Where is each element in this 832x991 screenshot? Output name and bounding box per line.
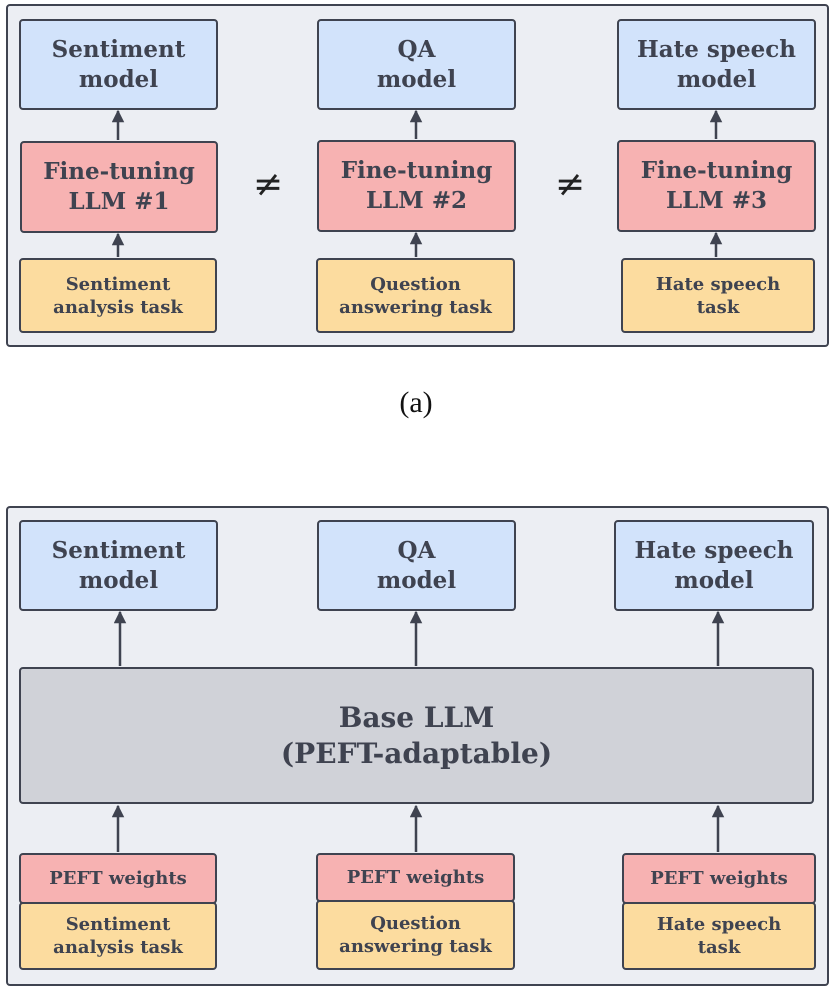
qa-task-box-a: Question answering task [316,258,515,333]
finetune-llm-3-box: Fine-tuning LLM #3 [617,140,816,232]
base-llm-box: Base LLM (PEFT-adaptable) [19,667,814,804]
hate-speech-task-box-b: Hate speech task [622,902,816,970]
qa-task-box-b: Question answering task [316,900,515,970]
finetune-llm-2-box: Fine-tuning LLM #2 [317,140,516,232]
qa-model-box-b: QA model [317,520,516,611]
hate-speech-task-box-a: Hate speech task [621,258,815,333]
not-equal-symbol-1: ≠ [252,164,284,205]
sentiment-model-box-a: Sentiment model [19,19,218,110]
caption-a: (a) [399,386,433,419]
hate-speech-model-box-b: Hate speech model [614,520,814,611]
not-equal-symbol-2: ≠ [554,164,586,205]
sentiment-model-box-b: Sentiment model [19,520,218,611]
qa-model-box-a: QA model [317,19,516,110]
hate-speech-model-box-a: Hate speech model [617,19,816,110]
sentiment-task-box-a: Sentiment analysis task [19,258,217,333]
finetune-llm-1-box: Fine-tuning LLM #1 [20,141,218,233]
sentiment-task-box-b: Sentiment analysis task [19,902,217,970]
peft-weights-box-2: PEFT weights [316,853,515,902]
